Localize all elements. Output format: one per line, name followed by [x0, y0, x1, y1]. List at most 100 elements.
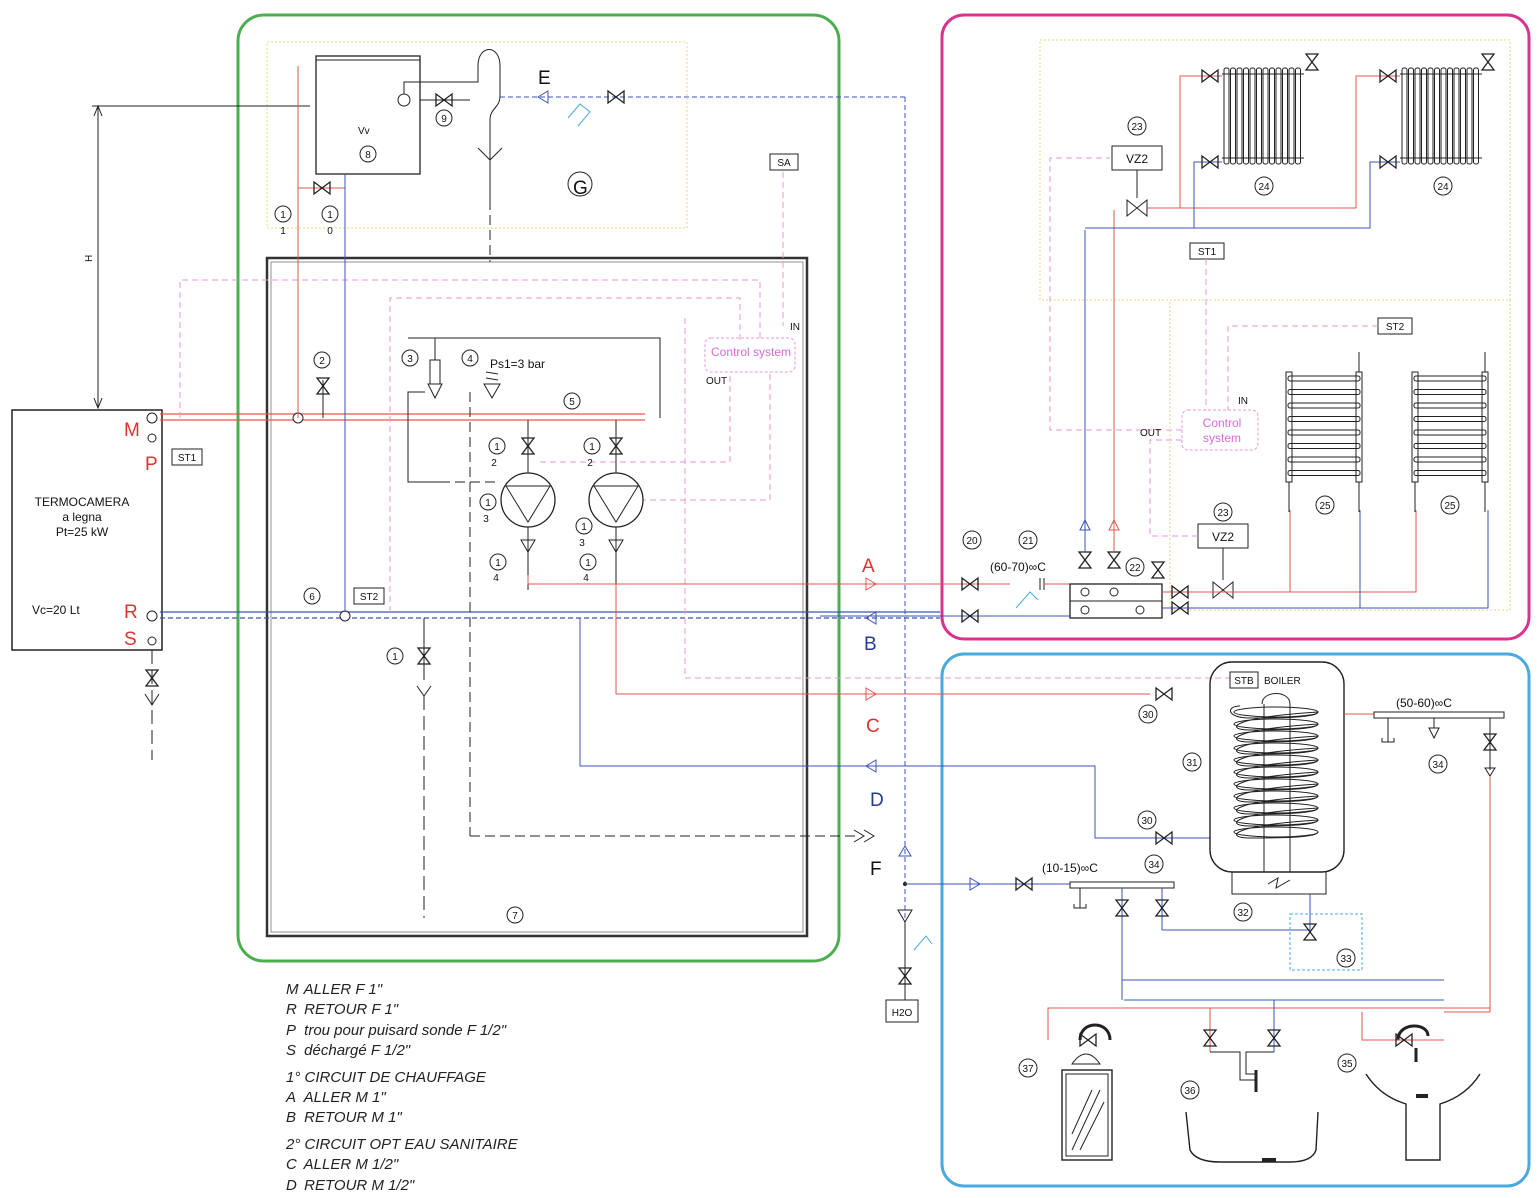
num-34-a: 34 [1432, 760, 1444, 771]
control-in-right: IN [1238, 396, 1248, 407]
num-20: 20 [966, 536, 978, 547]
legend-key: M [286, 981, 299, 998]
num-8: 8 [365, 150, 371, 161]
num-32: 32 [1237, 908, 1249, 919]
control-right-line1: Control [1203, 416, 1242, 430]
svg-text:4: 4 [493, 573, 499, 584]
legend-text: déchargé F 1/2" [304, 1042, 411, 1060]
heater-volume: Vc=20 Lt [32, 603, 80, 617]
tag-h2o: H2O [892, 1008, 913, 1019]
svg-text:4: 4 [583, 573, 589, 584]
num-1-tank-b: 1 [327, 210, 333, 221]
num-3: 3 [407, 354, 413, 365]
svg-text:1: 1 [589, 442, 595, 453]
svg-text:3: 3 [483, 514, 489, 525]
num-9: 9 [441, 114, 447, 125]
control-right-line2: system [1203, 431, 1241, 445]
circuit-f: F [870, 859, 882, 880]
legend-text: trou pour puisard sonde F 1/2" [304, 1021, 507, 1039]
temp-sanitary-cold: (10-15)∞C [1042, 861, 1098, 875]
expansion-tank [315, 55, 421, 175]
legend-item: 2° CIRCUIT OPT EAU SANITAIRE [286, 1135, 616, 1155]
legend-key: R [286, 1001, 297, 1019]
num-5: 5 [569, 397, 575, 408]
legend-key: P [286, 1021, 297, 1039]
legend-item: B RETOUR M 1" [286, 1108, 616, 1128]
zone-heater-unit [236, 13, 841, 963]
vz2-top: VZ2 [1126, 152, 1148, 166]
svg-text:1: 1 [280, 226, 286, 237]
num-23-bottom: 23 [1217, 508, 1229, 519]
num-4: 4 [467, 354, 473, 365]
zone-heating-circuit [940, 13, 1531, 641]
num-1-tank-a: 1 [280, 210, 286, 221]
num-2: 2 [319, 356, 325, 367]
port-m: M [124, 420, 140, 441]
vz2-bottom: VZ2 [1212, 530, 1234, 544]
port-p: P [145, 454, 158, 475]
num-35: 35 [1341, 1059, 1353, 1070]
num-21: 21 [1022, 536, 1034, 547]
control-in-left: IN [790, 322, 800, 333]
legend-item: 1° CIRCUIT DE CHAUFFAGE [286, 1068, 616, 1088]
legend-text: 1° CIRCUIT DE CHAUFFAGE [286, 1068, 486, 1086]
tag-st2-left: ST2 [360, 592, 379, 603]
num-30-a: 30 [1142, 710, 1154, 721]
svg-text:2: 2 [491, 458, 497, 469]
legend-item: P trou pour puisard sonde F 1/2" [286, 1021, 616, 1041]
legend-text: ALLER F 1" [303, 981, 383, 998]
circuit-g: G [573, 178, 588, 199]
legend-text: ALLER M 1" [303, 1089, 386, 1107]
circuit-e: E [538, 68, 551, 89]
legend: M ALLER F 1"R RETOUR F 1"P trou pour pui… [286, 980, 616, 1196]
heater-fuel: a legna [62, 510, 102, 524]
svg-text:1: 1 [485, 498, 491, 509]
heater-name: TERMOCAMERA [35, 495, 130, 509]
circuit-c: C [866, 716, 880, 737]
legend-key: D [286, 1176, 297, 1194]
tag-sa: SA [777, 158, 791, 169]
control-system-left: Control system [711, 345, 791, 359]
legend-text: RETOUR M 1/2" [304, 1176, 415, 1194]
num-25-a: 25 [1319, 501, 1331, 512]
temp-sanitary-hot: (50-60)∞C [1396, 696, 1452, 710]
legend-text: ALLER M 1/2" [303, 1156, 399, 1174]
legend-item: R RETOUR F 1" [286, 1000, 616, 1020]
towel-radiator-1 [1285, 352, 1363, 512]
tag-st1-right: ST1 [1198, 247, 1217, 258]
num-7: 7 [512, 911, 518, 922]
legend-key: S [286, 1042, 297, 1060]
sink [1365, 1073, 1481, 1161]
legend-key: B [286, 1109, 297, 1127]
towel-radiator-2 [1411, 352, 1489, 512]
svg-text:1: 1 [585, 558, 591, 569]
num-25-b: 25 [1444, 501, 1456, 512]
legend-text: 2° CIRCUIT OPT EAU SANITAIRE [286, 1135, 518, 1153]
zone-sanitary-circuit [940, 652, 1531, 1188]
legend-text: RETOUR F 1" [304, 1001, 399, 1019]
num-23-top: 23 [1131, 122, 1143, 133]
tag-st1-heater: ST1 [178, 453, 197, 464]
num-24-b: 24 [1437, 182, 1449, 193]
height-label: H [84, 255, 95, 262]
circuit-d: D [870, 790, 884, 811]
legend-item: S déchargé F 1/2" [286, 1041, 616, 1061]
radiator-2 [1400, 67, 1482, 165]
heater-power: Pt=25 kW [56, 525, 109, 539]
svg-text:1: 1 [494, 442, 500, 453]
circuit-b: B [864, 634, 877, 655]
legend-text: RETOUR M 1" [304, 1109, 402, 1127]
num-36: 36 [1184, 1086, 1196, 1097]
control-out-left: OUT [706, 376, 727, 387]
radiator-1 [1222, 67, 1304, 165]
num-22: 22 [1129, 563, 1141, 574]
num-33: 33 [1340, 954, 1352, 965]
tank-label: Vv [358, 126, 370, 137]
temp-heating: (60-70)∞C [990, 560, 1046, 574]
module-frame [265, 256, 809, 938]
port-r: R [124, 602, 138, 623]
heater-box [11, 409, 163, 651]
circuit-a: A [862, 556, 875, 577]
control-out-right: OUT [1140, 428, 1161, 439]
